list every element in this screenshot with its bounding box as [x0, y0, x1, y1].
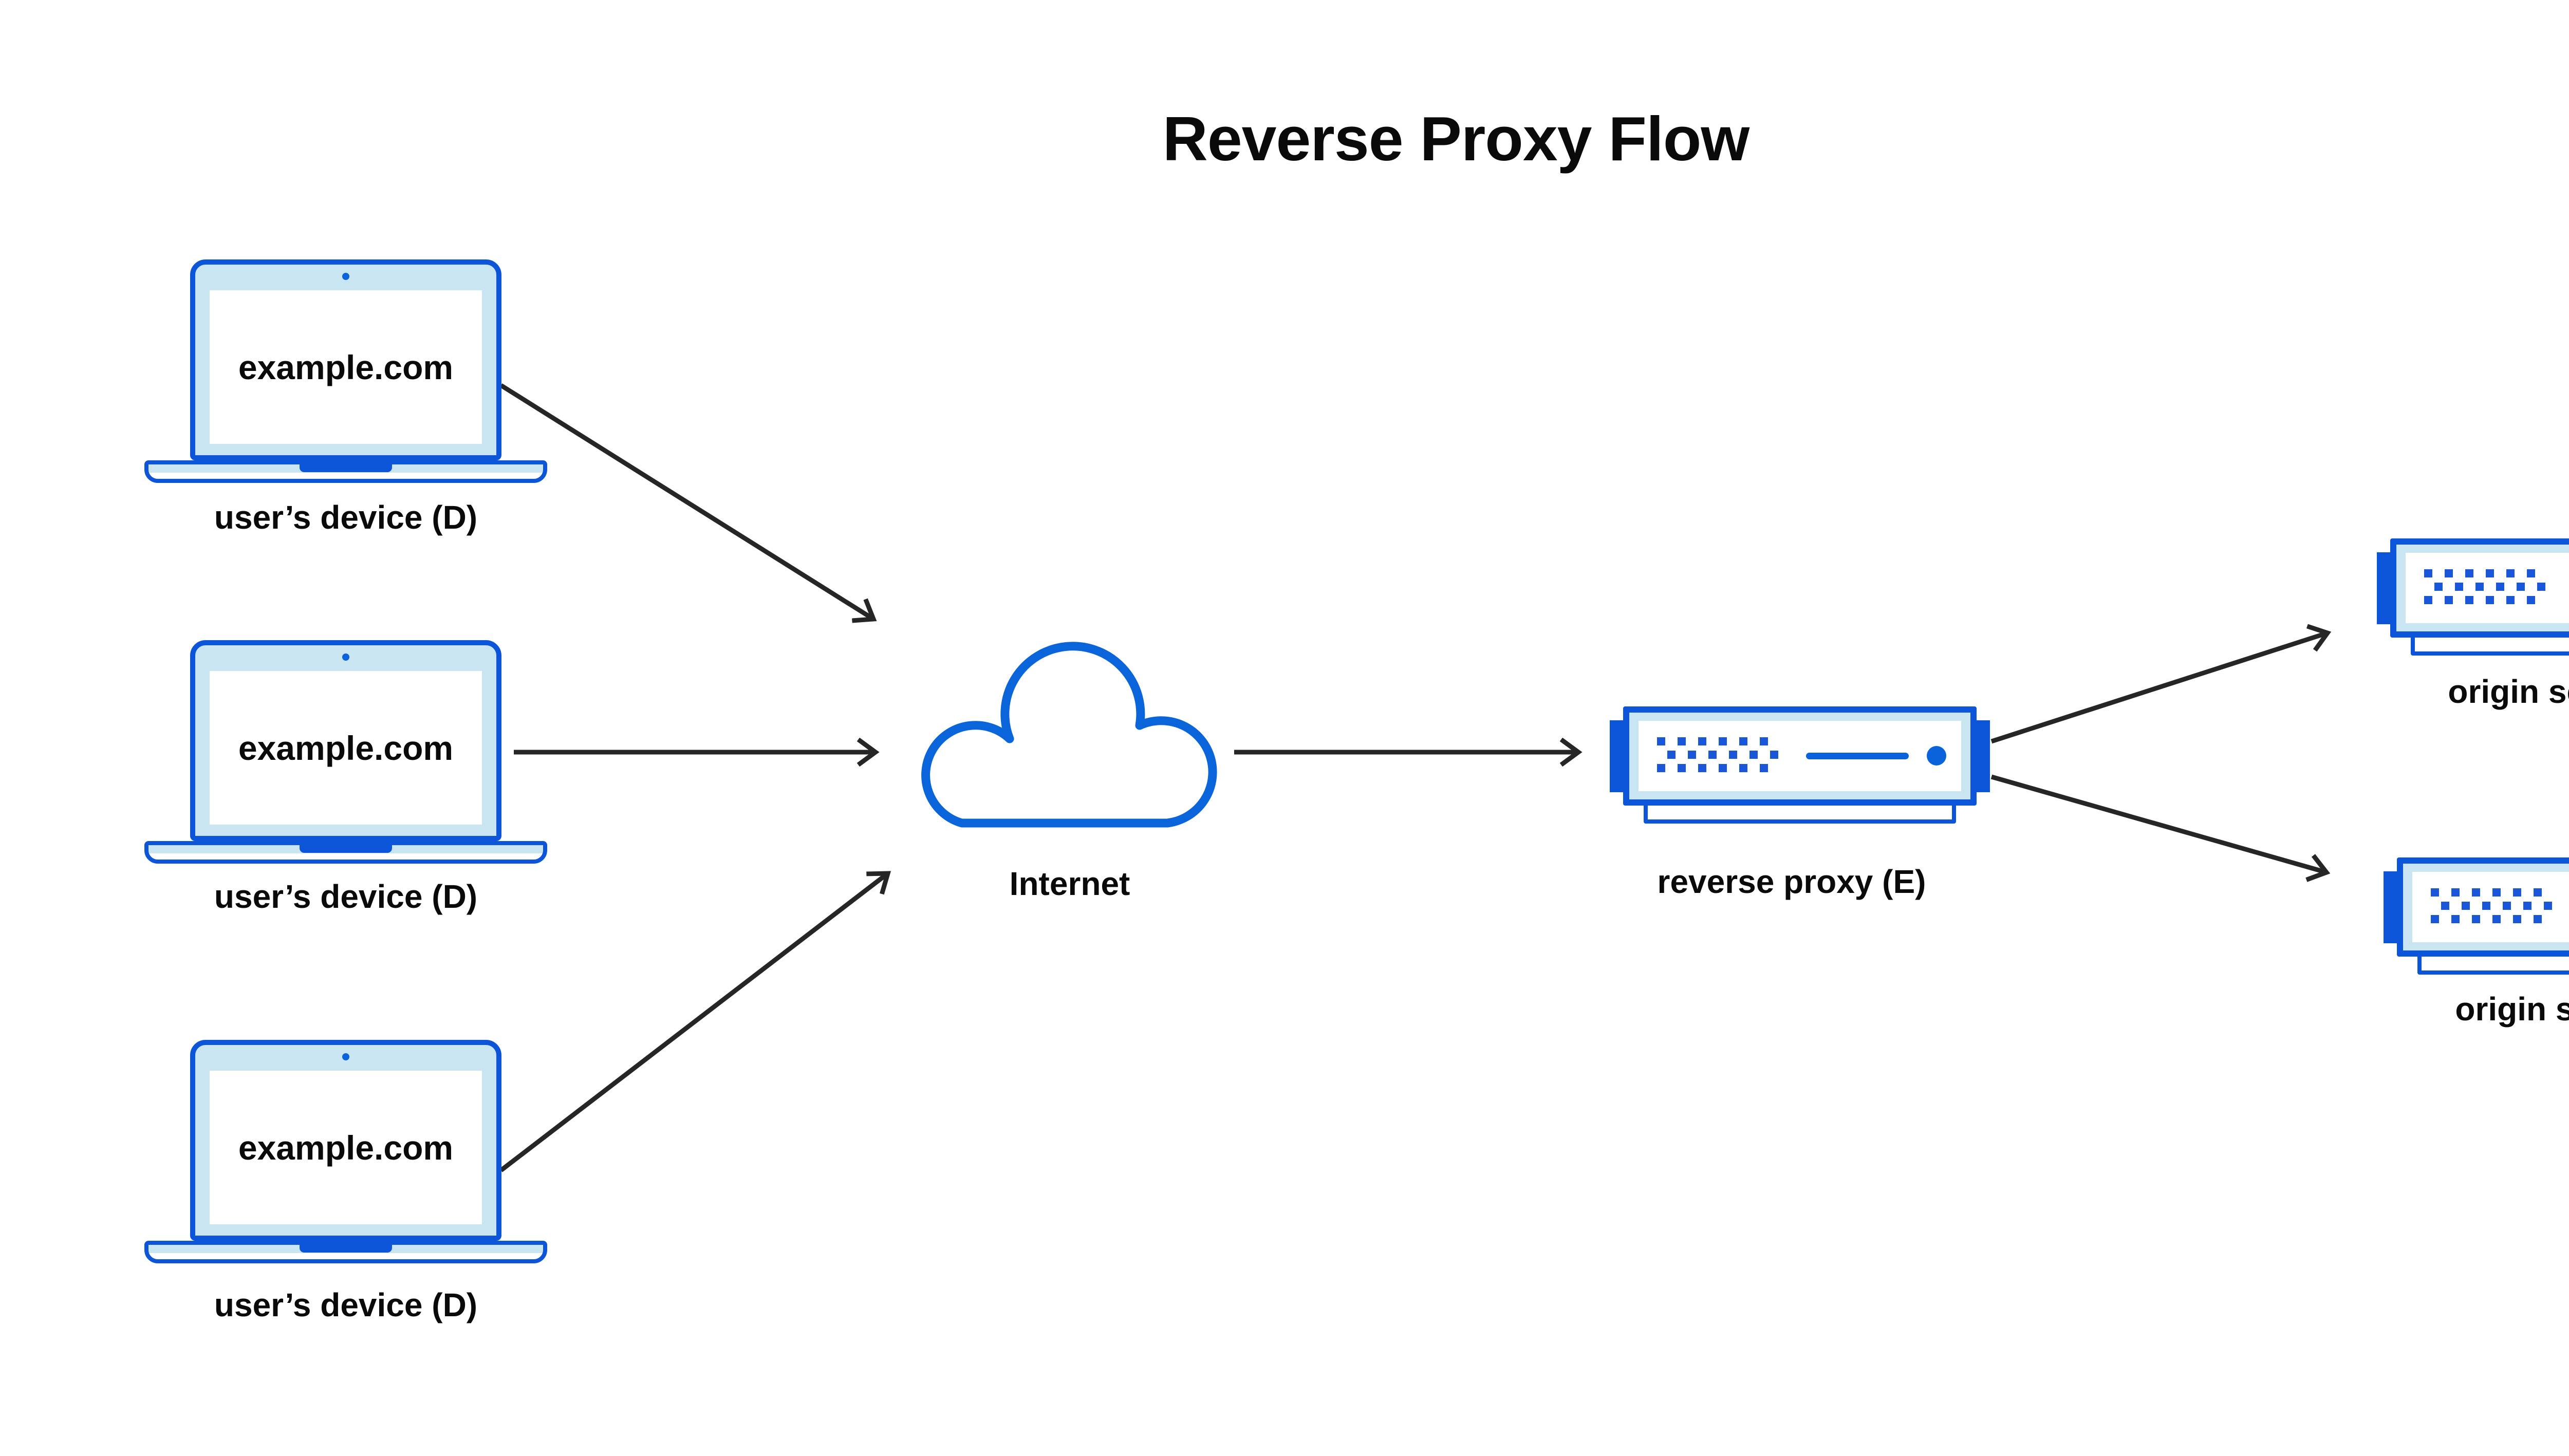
device1-screen-url: example.com: [238, 348, 454, 386]
user-device-3: example.com: [144, 1040, 547, 1263]
laptop-screen: example.com: [210, 290, 482, 444]
laptop-notch: [300, 845, 392, 853]
user-device-2: example.com: [144, 640, 547, 864]
server-front-panel: [2412, 872, 2569, 942]
vent-dots-icon: [2431, 888, 2552, 923]
laptop-base: [144, 1241, 547, 1263]
origin-server2-label: origin server (F): [2455, 991, 2569, 1028]
device1-label: user’s device (D): [214, 499, 478, 536]
internet-label: Internet: [1009, 865, 1130, 902]
server-slot-line: [1806, 753, 1909, 759]
laptop-icon: example.com: [190, 259, 501, 460]
camera-dot-icon: [342, 273, 349, 280]
arrow-proxy-to-origin2: [1990, 774, 2326, 872]
camera-dot-icon: [342, 654, 349, 661]
origin-server-2: [2384, 857, 2569, 976]
cloud-icon: [921, 642, 1217, 828]
origin-server-1: [2377, 538, 2569, 657]
device2-screen-url: example.com: [238, 729, 454, 767]
laptop-icon: example.com: [190, 1040, 501, 1241]
laptop-icon: example.com: [190, 640, 501, 841]
reverse-proxy-label: reverse proxy (E): [1657, 863, 1926, 900]
page-title: Reverse Proxy Flow: [1162, 104, 1750, 174]
device3-screen-url: example.com: [238, 1128, 454, 1167]
arrow-device3-to-internet: [499, 873, 888, 1172]
laptop-base: [144, 841, 547, 864]
vent-dots-icon: [2424, 569, 2545, 604]
laptop-base: [144, 460, 547, 483]
arrow-proxy-to-origin1: [1990, 633, 2328, 744]
laptop-screen: example.com: [210, 671, 482, 825]
power-dot-icon: [1927, 746, 1946, 766]
laptop-notch: [300, 1245, 392, 1253]
device2-label: user’s device (D): [214, 878, 478, 915]
camera-dot-icon: [342, 1053, 349, 1060]
origin-server1-label: origin server (F): [2448, 673, 2569, 710]
laptop-notch: [300, 464, 392, 472]
user-device-1: example.com: [144, 259, 547, 483]
laptop-screen: example.com: [210, 1071, 482, 1224]
arrow-device1-to-internet: [499, 383, 873, 619]
reverse-proxy-server: [1610, 706, 1990, 825]
device3-label: user’s device (D): [214, 1286, 478, 1323]
vent-dots-icon: [1657, 737, 1778, 772]
